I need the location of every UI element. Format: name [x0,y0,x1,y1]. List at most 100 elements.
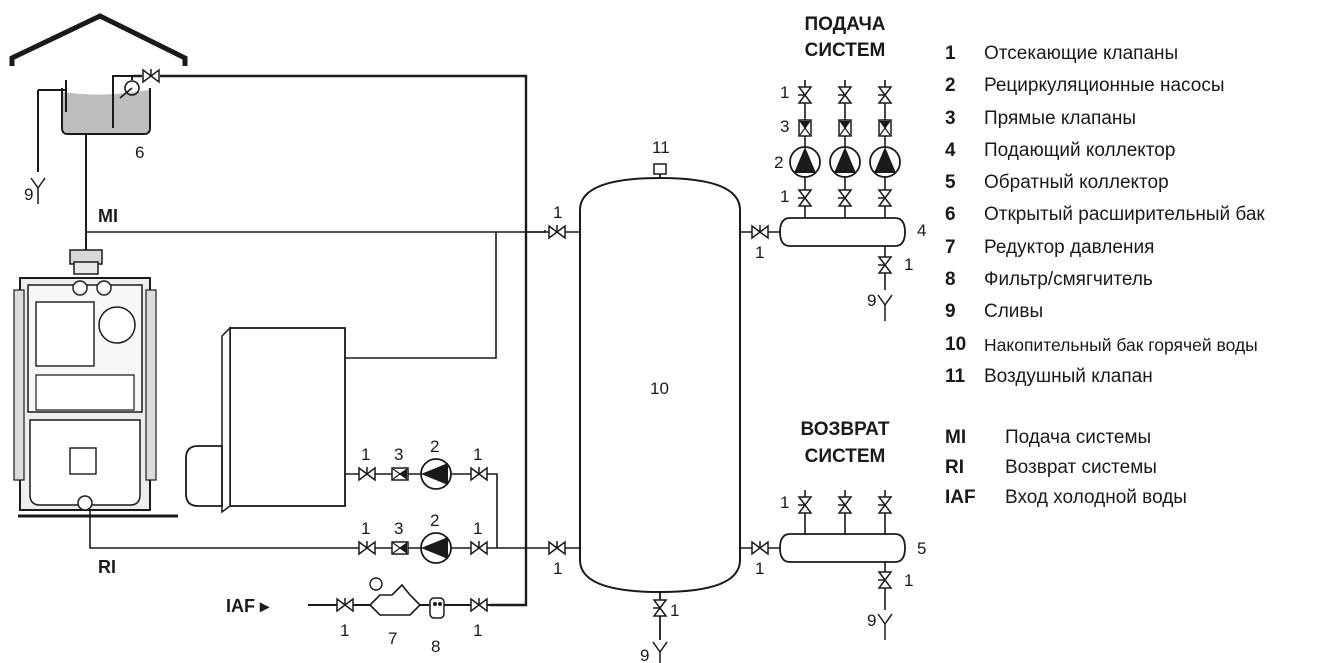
callout-1: 1 [553,203,562,222]
shutoff-valve-icon [751,540,769,555]
callout-1: 1 [780,187,789,206]
callout-1: 1 [780,493,789,512]
shutoff-valve-icon [751,224,769,239]
callout-1: 1 [553,559,562,578]
callout-9: 9 [640,646,649,663]
supply-header [779,217,906,247]
shutoff-valve-icon [877,256,892,274]
shutoff-valve-icon [652,599,667,617]
pump-icon [869,146,901,178]
callout-3: 3 [780,117,789,136]
filter-softener [429,597,445,619]
supply-title-1: ПОДАЧА [804,14,885,35]
check-valve-icon [798,119,812,137]
shutoff-valve-icon [837,86,852,104]
callouts: 6 9 1 11 10 1 4 1 9 1 3 2 1 1 5 1 9 1 1 … [24,83,926,663]
shutoff-valve-icon [837,496,852,514]
pump-icon [420,532,452,564]
callout-1: 1 [473,621,482,640]
roof [9,13,188,66]
pressure-reducer [368,577,422,616]
check-valve-icon [391,467,409,481]
callout-4: 4 [917,221,926,240]
callout-3: 3 [394,445,403,464]
pump-icon [789,146,821,178]
shutoff-valve-icon [336,597,354,612]
shutoff-valve-icon [877,189,892,207]
callout-1: 1 [755,559,764,578]
shutoff-valve-icon [548,224,566,239]
return-header [779,533,906,563]
shutoff-valve-icon [358,466,376,481]
iaf-label: IAF ▸ [226,596,270,616]
shutoff-valve-icon [797,189,812,207]
callout-9: 9 [24,185,33,204]
drain-icon [652,641,668,663]
check-valve-icon [878,119,892,137]
check-valve-icon [838,119,852,137]
callout-8: 8 [431,637,440,656]
shutoff-valve-icon [470,466,488,481]
callout-1: 1 [340,621,349,640]
shutoff-valve-icon [470,597,488,612]
mi-label: MI [98,206,118,226]
callout-1: 1 [904,571,913,590]
pump-icon [420,458,452,490]
shutoff-valve-icon [877,571,892,589]
shutoff-valve-icon [797,86,812,104]
callout-9: 9 [867,611,876,630]
shutoff-valve-icon [470,540,488,555]
callout-2: 2 [774,153,783,172]
callout-1: 1 [361,519,370,538]
shutoff-valve-icon [142,68,160,83]
shutoff-valve-icon [548,540,566,555]
supply-title-2: СИСТЕМ [805,40,886,61]
check-valve-icon [391,541,409,555]
callout-9: 9 [867,291,876,310]
callout-2: 2 [430,437,439,456]
callout-1: 1 [473,519,482,538]
ri-label: RI [98,557,116,577]
callout-11: 11 [652,138,670,157]
callout-3: 3 [394,519,403,538]
shutoff-valve-icon [877,86,892,104]
callout-1: 1 [670,601,679,620]
drain-icon [877,294,893,322]
callout-1: 1 [780,83,789,102]
burner [185,326,346,514]
drain-icon [877,613,893,641]
return-title-2: СИСТЕМ [805,446,886,467]
callout-7: 7 [388,629,397,648]
expansion-tank [38,75,151,135]
callout-6: 6 [135,143,144,162]
callout-1: 1 [904,255,913,274]
return-title-1: ВОЗВРАТ [800,419,889,440]
shutoff-valve-icon [358,540,376,555]
shutoff-valve-icon [837,189,852,207]
pump-icon [829,146,861,178]
shutoff-valve-icon [797,496,812,514]
callout-2: 2 [430,511,439,530]
shutoff-valve-icon [877,496,892,514]
boiler [13,249,178,518]
callout-1: 1 [755,243,764,262]
callout-5: 5 [917,539,926,558]
storage-tank [579,163,741,640]
